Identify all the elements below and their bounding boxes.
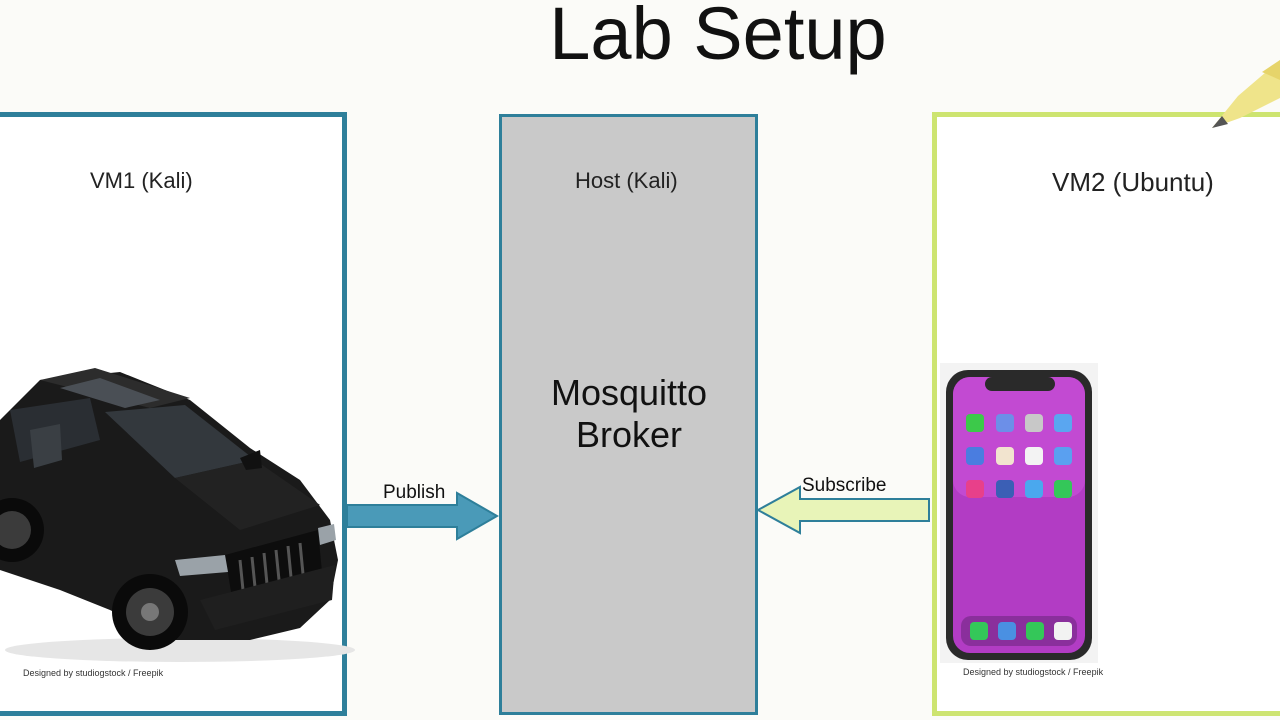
broker-label: Mosquitto Broker — [505, 372, 753, 456]
vm2-label: VM2 (Ubuntu) — [1052, 167, 1214, 197]
page-title: Lab Setup — [549, 0, 887, 75]
broker-line-1: Mosquitto — [550, 372, 708, 413]
vm1-label: VM1 (Kali) — [90, 168, 193, 193]
publish-label: Publish — [383, 482, 446, 503]
host-box — [499, 114, 758, 715]
subscribe-arrow — [755, 485, 930, 535]
publish-arrow — [346, 491, 500, 541]
vm1-image-credit: Designed by studiogstock / Freepik — [23, 668, 164, 678]
pencil-icon — [1212, 60, 1280, 128]
broker-line-2: Broker — [575, 414, 683, 455]
subscribe-label: Subscribe — [802, 475, 887, 496]
suv-car-icon — [0, 365, 355, 665]
vm2-image-credit: Designed by studiogstock / Freepik — [963, 667, 1104, 677]
host-label: Host (Kali) — [575, 168, 678, 193]
smartphone-icon — [940, 363, 1098, 663]
